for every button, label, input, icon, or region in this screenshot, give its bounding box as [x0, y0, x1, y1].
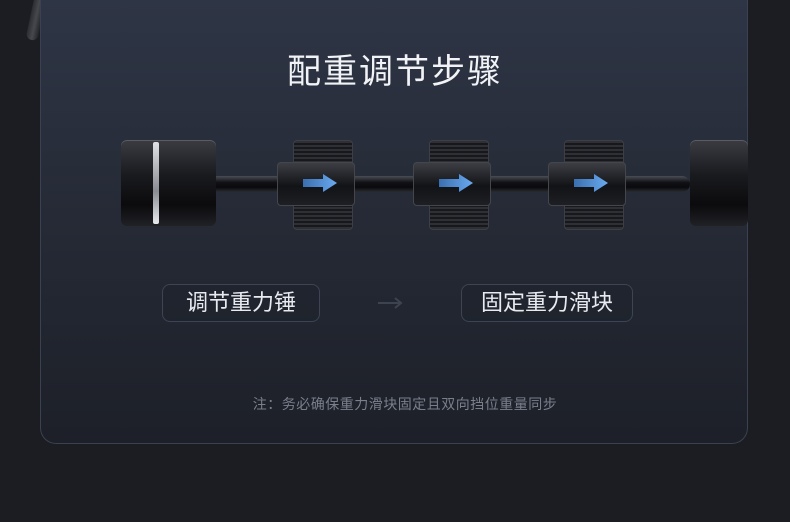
arrow-right-icon: [378, 297, 403, 309]
arrow-right-icon: [574, 174, 608, 192]
slider-body: [277, 162, 355, 206]
note-text: 注：务必确保重力滑块固定且双向挡位重量同步: [252, 397, 558, 413]
gravity-hammer-left: [121, 140, 216, 226]
step-1-label: 调节重力锤: [162, 284, 320, 322]
arrow-right-icon: [439, 174, 473, 192]
chrome-ring: [153, 142, 159, 224]
arrow-right-icon: [303, 174, 337, 192]
step-2-label: 固定重力滑块: [461, 284, 633, 322]
gravity-slider-1: [277, 140, 357, 230]
gravity-hammer-right: [690, 140, 748, 226]
gravity-slider-3: [548, 140, 628, 230]
gravity-slider-2: [413, 140, 493, 230]
page-title: 配重调节步骤: [287, 52, 503, 92]
